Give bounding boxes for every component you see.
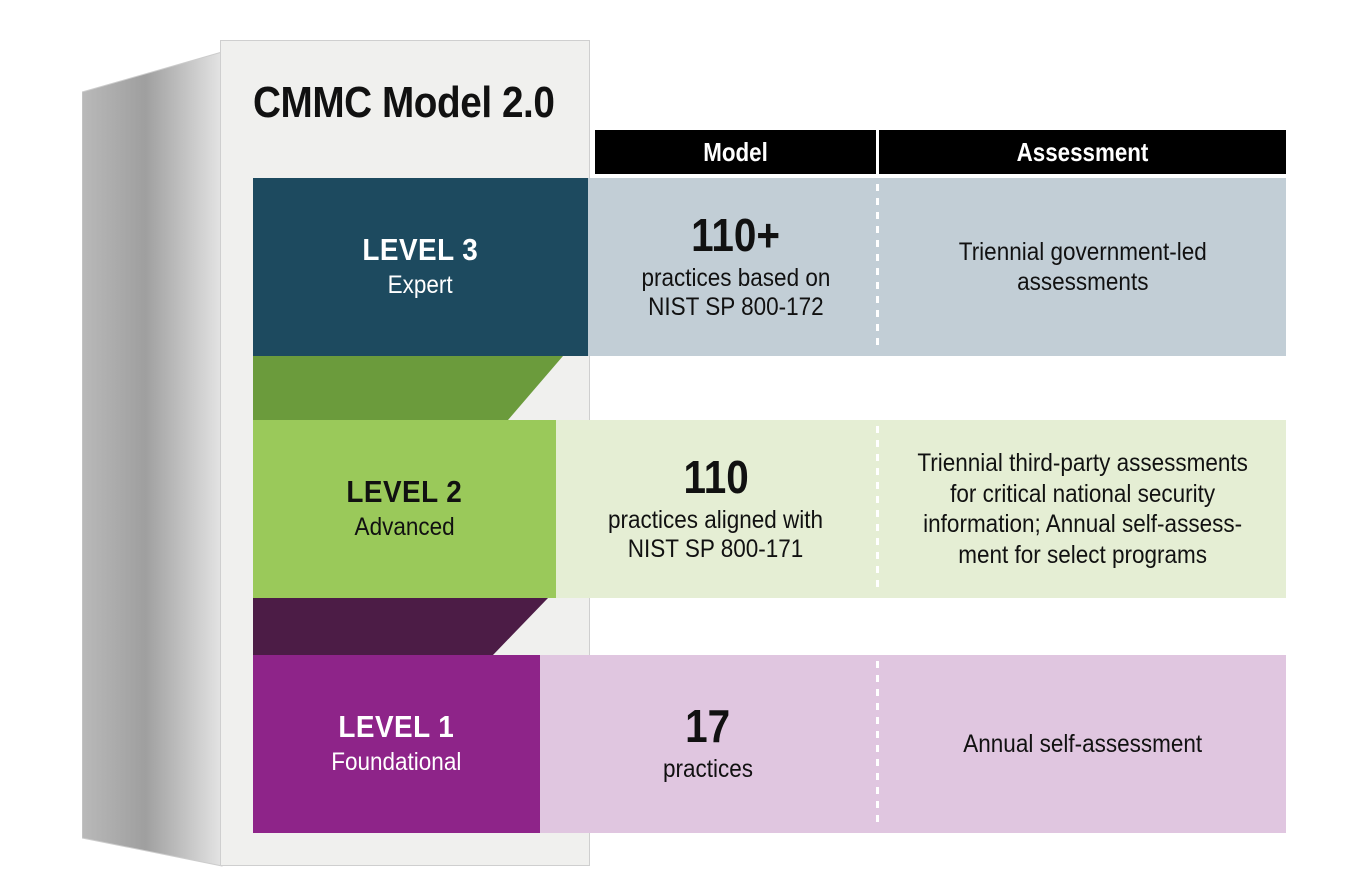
level-2-model-detail-line-1: practices aligned with <box>608 505 824 534</box>
level-block-level-2[interactable]: LEVEL 2 Advanced <box>253 420 556 598</box>
level-block-level-3[interactable]: LEVEL 3 Expert <box>253 178 588 356</box>
level-2-assessment-line-3: information; Annual self-assess- <box>923 510 1242 538</box>
level-2-assessment-text: Triennial third-party assessments for cr… <box>917 448 1248 570</box>
model-cell-level-1: 17 practices <box>540 655 876 833</box>
level-1-assessment-text: Annual self-assessment <box>963 729 1202 760</box>
level-3-name: LEVEL 3 <box>362 231 479 267</box>
side-panel-shape <box>82 52 223 867</box>
level-2-practice-count: 110 <box>683 450 749 503</box>
model-cell-level-2: 110 practices aligned with NIST SP 800-1… <box>556 420 876 598</box>
table-row-level-2: 110 practices aligned with NIST SP 800-1… <box>556 420 1286 598</box>
level-1-model-detail-line-1: practices <box>662 755 754 784</box>
level-1-name: LEVEL 1 <box>338 708 455 744</box>
level-2-assessment-line-2: for critical national security <box>949 479 1216 508</box>
table-row-level-1: 17 practices Annual self-assessment <box>540 655 1286 833</box>
card-3d-side-panel <box>82 52 223 867</box>
level-2-model-detail: practices aligned with NIST SP 800-171 <box>608 506 823 565</box>
level-1-model-detail: practices <box>663 755 753 785</box>
level-2-assessment-line-4: ment for select programs <box>958 540 1207 569</box>
level-block-level-1[interactable]: LEVEL 1 Foundational <box>253 655 540 833</box>
connector-parallelogram-green <box>253 356 563 420</box>
header-divider <box>876 130 879 174</box>
level-2-descriptor: Advanced <box>354 513 455 542</box>
table-row-level-3: 110+ practices based on NIST SP 800-172 … <box>595 178 1286 356</box>
row-tint-level3 <box>588 178 595 356</box>
row-divider-level-2 <box>876 420 879 598</box>
assessment-cell-level-2: Triennial third-party assessments for cr… <box>879 420 1286 598</box>
level-3-model-detail-line-2: NIST SP 800-172 <box>647 293 824 321</box>
level-1-descriptor: Foundational <box>331 748 462 777</box>
level-3-model-detail-line-1: practices based on <box>641 263 830 292</box>
level-2-assessment-line-1: Triennial third-party assessments <box>917 449 1248 477</box>
level-3-model-detail: practices based on NIST SP 800-172 <box>641 264 830 323</box>
level-3-assessment-line-1: Triennial government-led <box>958 237 1207 266</box>
level-3-descriptor: Expert <box>387 271 454 300</box>
table-header: Model Assessment <box>595 130 1286 174</box>
level-2-name: LEVEL 2 <box>346 473 463 509</box>
connector-level2-to-level1 <box>253 598 548 656</box>
level-3-practice-count: 110+ <box>691 208 780 261</box>
row-divider-level-3 <box>876 178 879 356</box>
connector-level3-to-level2 <box>253 356 563 422</box>
level-1-assessment-line-1: Annual self-assessment <box>963 729 1202 758</box>
level-2-model-detail-line-2: NIST SP 800-171 <box>628 535 804 563</box>
column-header-assessment: Assessment <box>1016 136 1149 167</box>
assessment-cell-level-1: Annual self-assessment <box>879 655 1286 833</box>
level-3-assessment-text: Triennial government-led assessments <box>958 237 1206 298</box>
level-1-practice-count: 17 <box>685 700 731 753</box>
level-3-assessment-line-2: assessments <box>1016 268 1149 296</box>
model-cell-level-3: 110+ practices based on NIST SP 800-172 <box>595 178 876 356</box>
assessment-cell-level-3: Triennial government-led assessments <box>879 178 1286 356</box>
row-divider-level-1 <box>876 655 879 833</box>
column-header-model: Model <box>703 136 768 167</box>
connector-parallelogram-purple <box>253 598 548 655</box>
page-title: CMMC Model 2.0 <box>253 78 555 127</box>
